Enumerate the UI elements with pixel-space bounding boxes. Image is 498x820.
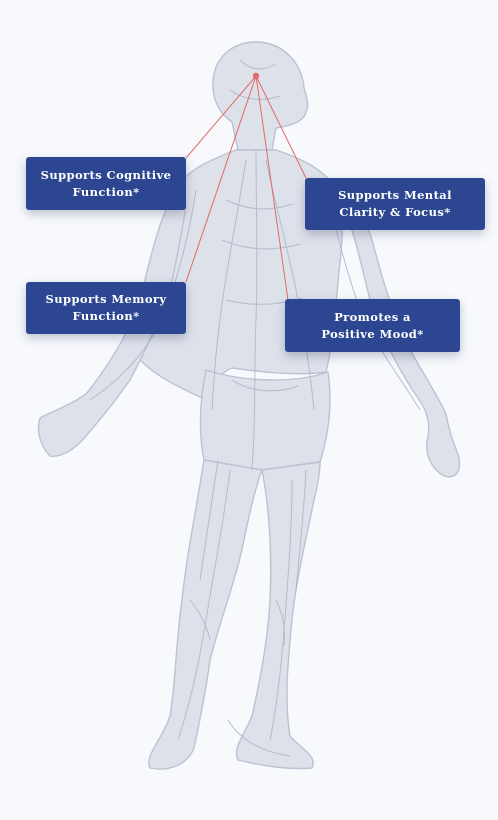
callout-cognitive-line2: Function* bbox=[72, 184, 140, 199]
callout-mental-clarity-line2: Clarity & Focus* bbox=[339, 205, 451, 219]
callout-cognitive-line1: Supports Cognitive bbox=[40, 167, 172, 182]
figure-left-leg bbox=[148, 459, 263, 770]
connector-memory bbox=[185, 75, 257, 283]
callout-mental-clarity-line1: Supports Mental bbox=[338, 188, 452, 202]
figure-head bbox=[212, 41, 309, 151]
connector-cognitive bbox=[185, 75, 257, 159]
callout-positive-mood: Promotes a Positive Mood* bbox=[285, 299, 460, 352]
connector-mood bbox=[255, 75, 289, 301]
callout-memory-function: Supports Memory Function* bbox=[26, 282, 186, 334]
figure-right-leg bbox=[235, 461, 321, 770]
callout-mood-line2: Positive Mood* bbox=[321, 326, 424, 341]
figure-pelvis bbox=[199, 369, 331, 471]
brain-point-dot bbox=[252, 72, 260, 80]
callout-memory-line2: Function* bbox=[72, 309, 140, 323]
connector-mental-clarity bbox=[255, 75, 307, 179]
callout-memory-line1: Supports Memory bbox=[45, 292, 167, 306]
callout-mental-clarity: Supports Mental Clarity & Focus* bbox=[305, 178, 485, 230]
callout-mood-line1: Promotes a bbox=[334, 309, 411, 324]
callout-connectors bbox=[185, 75, 307, 301]
callout-cognitive-function: Supports Cognitive Function* bbox=[26, 157, 186, 210]
